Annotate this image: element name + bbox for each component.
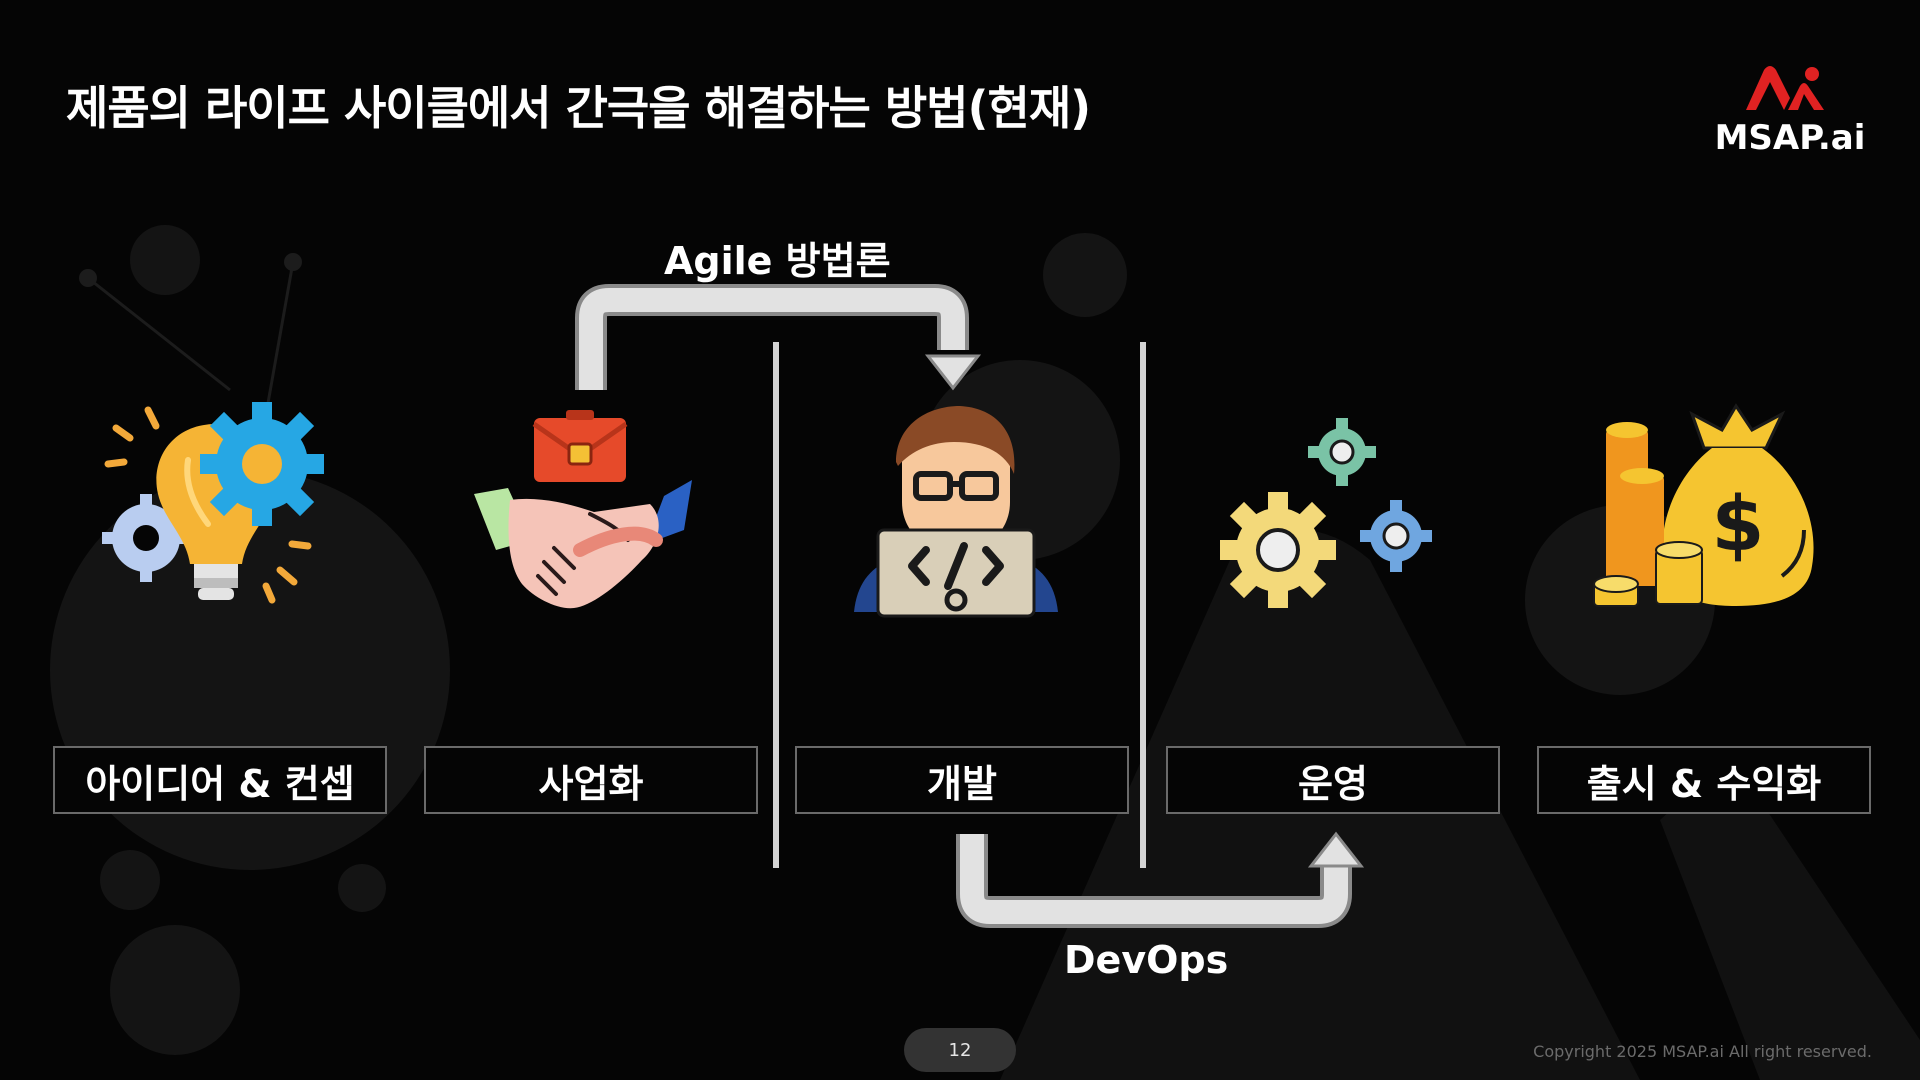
handshake-briefcase-icon bbox=[474, 410, 692, 609]
svg-text:$: $ bbox=[1712, 479, 1765, 568]
agile-arrow-head bbox=[924, 354, 982, 391]
developer-laptop-icon bbox=[854, 406, 1058, 618]
devops-arrow bbox=[956, 834, 1352, 928]
stage-box-development: 개발 bbox=[795, 746, 1129, 814]
money-bag-coins-icon: $ bbox=[1593, 403, 1814, 607]
copyright-text: Copyright 2025 MSAP.ai All right reserve… bbox=[1533, 1042, 1872, 1061]
divider-left bbox=[773, 342, 779, 868]
msap-logo-mark bbox=[1746, 66, 1824, 110]
agile-label: Agile 방법론 bbox=[664, 239, 891, 283]
logo-text: MSAP.ai bbox=[1714, 118, 1866, 158]
devops-label: DevOps bbox=[1064, 938, 1229, 982]
stage-box-operations: 운영 bbox=[1166, 746, 1500, 814]
stage-box-launch-monetization: 출시 & 수익화 bbox=[1537, 746, 1871, 814]
divider-right bbox=[1140, 342, 1146, 868]
devops-arrow-head bbox=[1307, 831, 1365, 868]
page-number-badge: 12 bbox=[904, 1028, 1016, 1072]
page-title: 제품의 라이프 사이클에서 간극을 해결하는 방법(현재) bbox=[66, 81, 1091, 135]
stage-box-commercialization: 사업화 bbox=[424, 746, 758, 814]
lightbulb-gears-icon bbox=[102, 402, 324, 604]
stage-box-idea-concept: 아이디어 & 컨셉 bbox=[53, 746, 387, 814]
gears-icon bbox=[1220, 418, 1432, 608]
agile-arrow bbox=[575, 284, 969, 390]
